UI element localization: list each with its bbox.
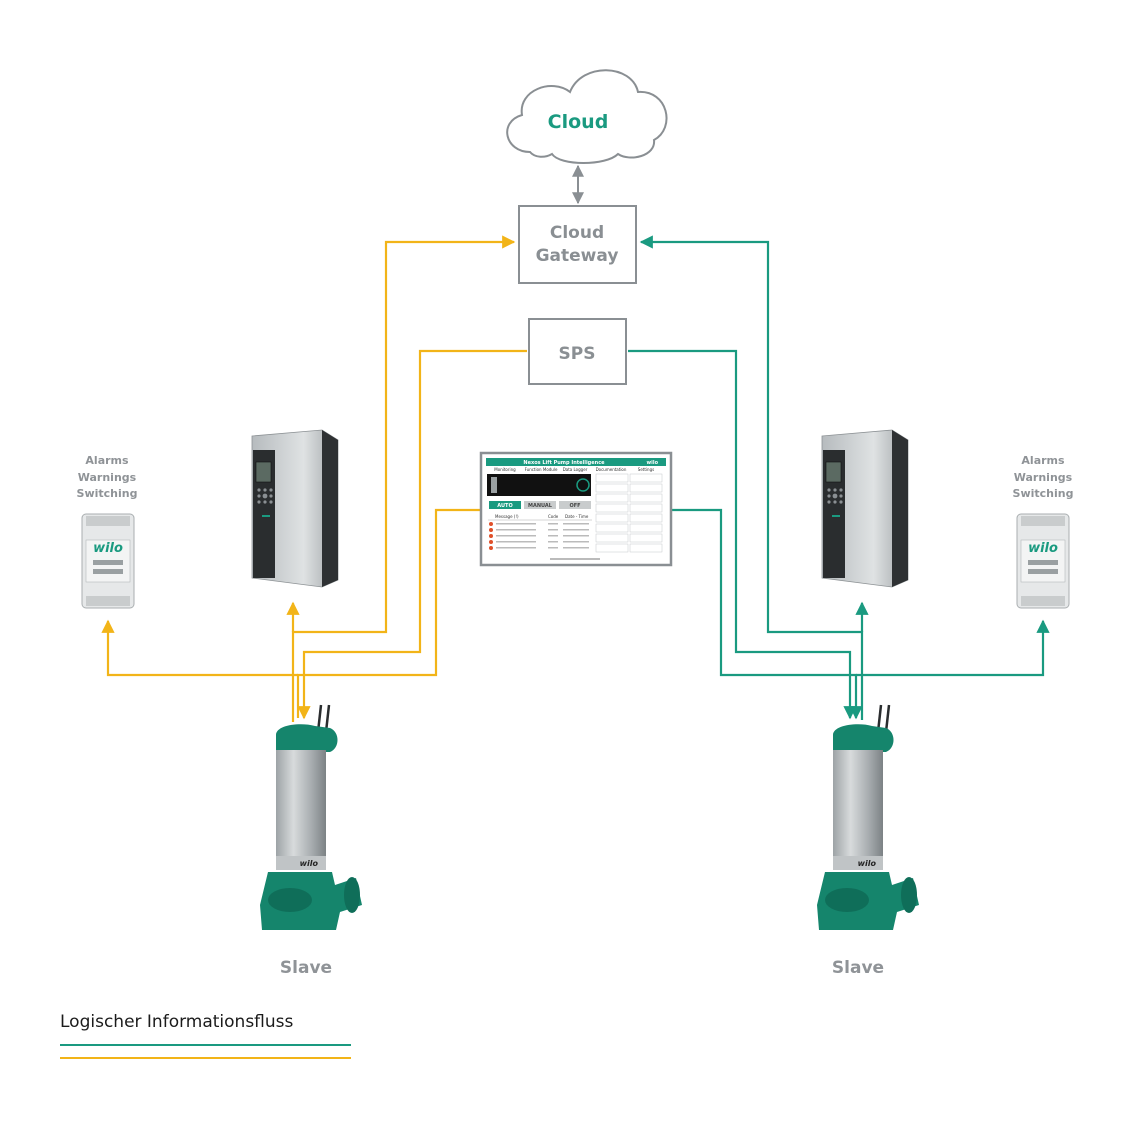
pump-right: wilo	[817, 704, 919, 930]
io-left-switching: Switching	[77, 487, 138, 500]
io-right-logo: wilo	[1028, 541, 1058, 556]
vfd-left-display	[255, 461, 272, 483]
gateway-label-line1: Cloud	[550, 223, 604, 243]
hmi-off-button[interactable]	[559, 501, 591, 509]
legend-title: Logischer Informationsfluss	[60, 1012, 294, 1032]
hmi-title: Nexos Lift Pump Intelligence	[523, 460, 605, 466]
hmi-auto-label: AUTO	[497, 503, 512, 509]
pump-right-logo: wilo	[858, 859, 877, 868]
hmi-tab-settings[interactable]: Settings	[638, 467, 654, 472]
hmi-auto-button[interactable]	[489, 501, 521, 509]
hmi-logo: wilo	[647, 460, 659, 466]
io-right-switching: Switching	[1013, 487, 1074, 500]
hmi-titlebar	[486, 458, 666, 466]
hmi-tab-function-module[interactable]: Function Module	[525, 467, 558, 472]
amber-line-gateway	[291, 235, 516, 722]
pump-left-logo: wilo	[300, 859, 319, 868]
hmi-manual-label: MANUAL	[528, 503, 553, 509]
hmi-gauge	[576, 478, 590, 492]
hmi-screen: Nexos Lift Pump Intelligence wilo Monito…	[479, 451, 673, 567]
io-right-warnings: Warnings	[1014, 471, 1073, 484]
vfd-left-side	[322, 430, 338, 587]
hmi-off-label: OFF	[569, 503, 580, 509]
cloud-shape	[506, 69, 668, 164]
hmi-readouts	[595, 473, 663, 553]
amber-line-hmi	[296, 508, 481, 718]
pump-left: wilo	[260, 704, 362, 930]
hmi-col-date: Date - Time	[565, 514, 589, 519]
gateway-label-line2: Gateway	[536, 246, 619, 266]
pump-left-cylinder	[276, 750, 326, 856]
pump-right-label: Slave	[832, 958, 884, 978]
io-right-alarms: Alarms	[1021, 454, 1065, 467]
hmi-pump-panel	[487, 474, 591, 496]
hmi-buttons: AUTO MANUAL OFF	[489, 501, 591, 509]
teal-line-gateway	[639, 235, 864, 720]
teal-line-hmi	[671, 508, 863, 720]
pump-right-cylinder	[833, 750, 883, 856]
legend: Logischer Informationsfluss	[60, 1012, 351, 1059]
vfd-right-side	[892, 430, 908, 587]
io-module-right: Alarms Warnings Switching wilo	[1013, 454, 1074, 609]
vfd-left-keypad	[257, 488, 273, 504]
io-left-terminals-bottom	[86, 596, 130, 606]
flow-lines	[101, 235, 1050, 722]
vfd-right-keypad	[827, 488, 843, 504]
gateway-box	[518, 205, 637, 284]
cloud-node: Cloud	[506, 69, 668, 164]
teal-line-io	[856, 619, 1050, 677]
pump-right-cable-housing	[833, 724, 894, 752]
hmi-footer	[550, 558, 600, 560]
io-right-terminals-top	[1021, 516, 1065, 526]
hmi-manual-button[interactable]	[524, 501, 556, 509]
io-left-terminals-top	[86, 516, 130, 526]
sps-box	[528, 318, 627, 385]
frequency-converter-right	[821, 429, 909, 588]
hmi-tab-monitoring[interactable]: Monitoring	[494, 467, 516, 472]
io-left-alarms: Alarms	[85, 454, 129, 467]
io-left-logo: wilo	[93, 541, 123, 556]
amber-line-io	[101, 619, 298, 677]
hmi-col-code: Code	[548, 514, 559, 519]
hmi-col-message: Message (!)	[495, 514, 519, 519]
io-right-terminals-bottom	[1021, 596, 1065, 606]
cloud-gateway-node: Cloud Gateway	[518, 205, 637, 284]
frequency-converter-left	[251, 429, 339, 588]
hmi-tab-documentation[interactable]: Documentation	[596, 467, 627, 472]
hmi-tab-data-logger[interactable]: Data Logger	[563, 467, 588, 472]
hmi-tabs: Monitoring Function Module Data Logger D…	[494, 467, 654, 472]
sps-label: SPS	[559, 344, 596, 364]
pump-left-cable-housing	[276, 724, 338, 752]
cloud-label: Cloud	[548, 111, 609, 133]
vfd-right-display	[825, 461, 842, 483]
sps-node: SPS	[528, 318, 627, 385]
io-left-warnings: Warnings	[78, 471, 137, 484]
io-module-left: Alarms Warnings Switching wilo	[77, 454, 138, 609]
hmi-message-rows	[489, 522, 589, 550]
hmi-message-table: Message (!) Code Date - Time	[488, 514, 592, 550]
pump-left-label: Slave	[280, 958, 332, 978]
